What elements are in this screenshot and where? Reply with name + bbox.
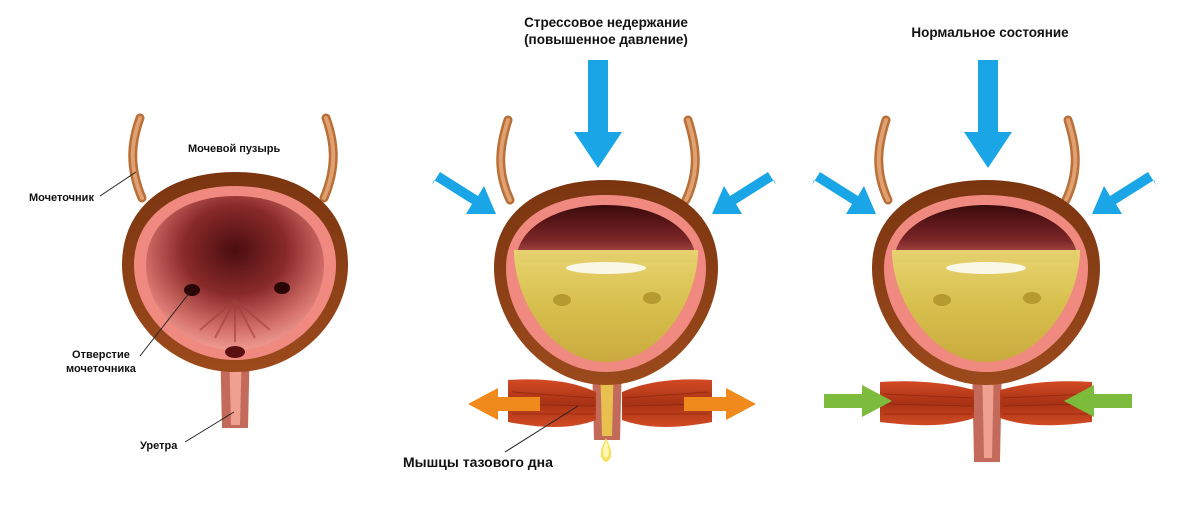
label-ureter: Мочеточник [29, 192, 94, 204]
pelvic-floor-muscle-left [508, 379, 596, 427]
urine-fill [514, 250, 698, 362]
leader-muscles [504, 405, 579, 453]
pelvic-floor-muscle-left [880, 381, 974, 426]
pressure-arrow-right [712, 172, 776, 214]
label-ureter-opening-line2: мочеточника [66, 363, 136, 375]
inward-arrow-left [824, 385, 892, 417]
label-bladder: Мочевой пузырь [188, 143, 281, 155]
panel-stress [432, 60, 776, 462]
pressure-arrow-down [964, 60, 1012, 168]
panel-anatomy [99, 113, 348, 443]
pressure-arrow-left [812, 172, 876, 214]
inward-arrow-right [1064, 385, 1132, 417]
pressure-arrow-left [432, 172, 496, 214]
title-stress-line2: (повышенное давление) [524, 32, 688, 47]
bladder-dark-top [516, 205, 696, 262]
panel-normal [812, 60, 1156, 462]
urine-fill [892, 250, 1080, 362]
outward-arrow-right [684, 388, 756, 420]
outward-arrow-left [468, 388, 540, 420]
pelvic-floor-muscle-right [622, 379, 712, 427]
label-pelvic-floor-muscles: Мышцы тазового дна [403, 454, 553, 470]
pressure-arrow-right [1092, 172, 1156, 214]
bladder-interior [146, 196, 324, 350]
label-urethra: Уретра [140, 440, 178, 452]
pressure-arrow-down [574, 60, 622, 168]
leader-urethra [184, 411, 235, 443]
leader-ureter [99, 171, 137, 197]
title-normal: Нормальное состояние [911, 25, 1069, 40]
right-ureter-opening [274, 282, 290, 294]
bladder-dark-top [894, 205, 1078, 262]
label-ureter-opening-line1: Отверстие [72, 349, 130, 361]
title-stress-line1: Стрессовое недержание [524, 15, 688, 30]
leader-opening [139, 291, 191, 357]
label-ureter-opening: Отверстие мочеточника [66, 348, 136, 376]
left-ureter-opening [184, 284, 200, 296]
title-stress: Стрессовое недержание (повышенное давлен… [496, 14, 716, 48]
